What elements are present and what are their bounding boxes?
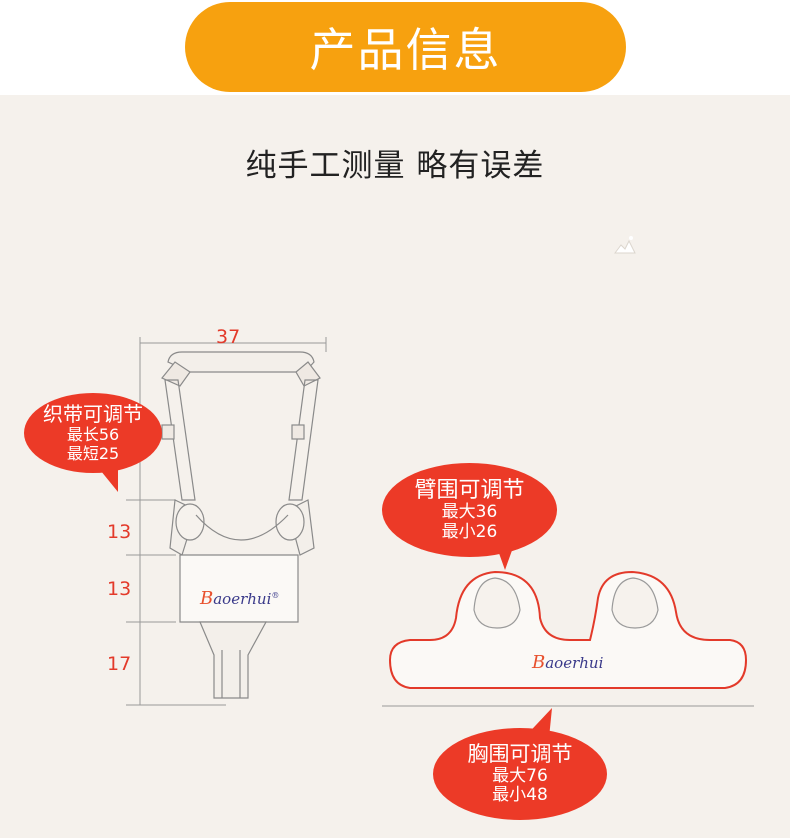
chest-callout-max: 最大76	[492, 765, 548, 786]
arm-callout-max: 最大36	[441, 502, 498, 523]
arm-callout-title: 臂围可调节	[414, 477, 525, 503]
brand-logo-band: Baoerhui	[532, 652, 603, 673]
arm-callout: 臂围可调节 最大36 最小26	[382, 463, 557, 557]
harness-drawing	[161, 351, 321, 699]
background-panel	[0, 95, 790, 838]
segment-label-3: 17	[107, 653, 132, 675]
chest-callout-title: 胸围可调节	[467, 742, 573, 767]
chest-callout-min: 最小48	[492, 785, 548, 806]
brand-logo-harness: Baoerhui®	[200, 588, 279, 609]
arm-loops	[473, 577, 659, 629]
measurement-note: 纯手工测量 略有误差	[245, 148, 545, 184]
arm-callout-min: 最小26	[441, 521, 498, 542]
strap-callout-max: 最长56	[66, 425, 120, 445]
registered-mark: ®	[271, 591, 280, 600]
sparkle-icon	[614, 236, 636, 254]
strap-callout: 织带可调节 最长56 最短25	[24, 393, 162, 473]
brand-initial-band: B	[532, 652, 546, 673]
chest-callout: 胸围可调节 最大76 最小48	[433, 728, 607, 820]
brand-initial: B	[200, 588, 214, 609]
dimension-lines	[126, 337, 327, 706]
strap-callout-title: 织带可调节	[43, 402, 143, 427]
header-banner: 产品信息	[185, 2, 626, 92]
page-title: 产品信息	[309, 23, 502, 77]
brand-rest: aoerhui	[213, 590, 272, 608]
width-label: 37	[216, 326, 241, 348]
segment-label-1: 13	[107, 521, 132, 543]
strap-callout-min: 最短25	[66, 443, 120, 463]
brand-rest-band: aoerhui	[545, 654, 604, 672]
segment-label-2: 13	[107, 578, 132, 600]
